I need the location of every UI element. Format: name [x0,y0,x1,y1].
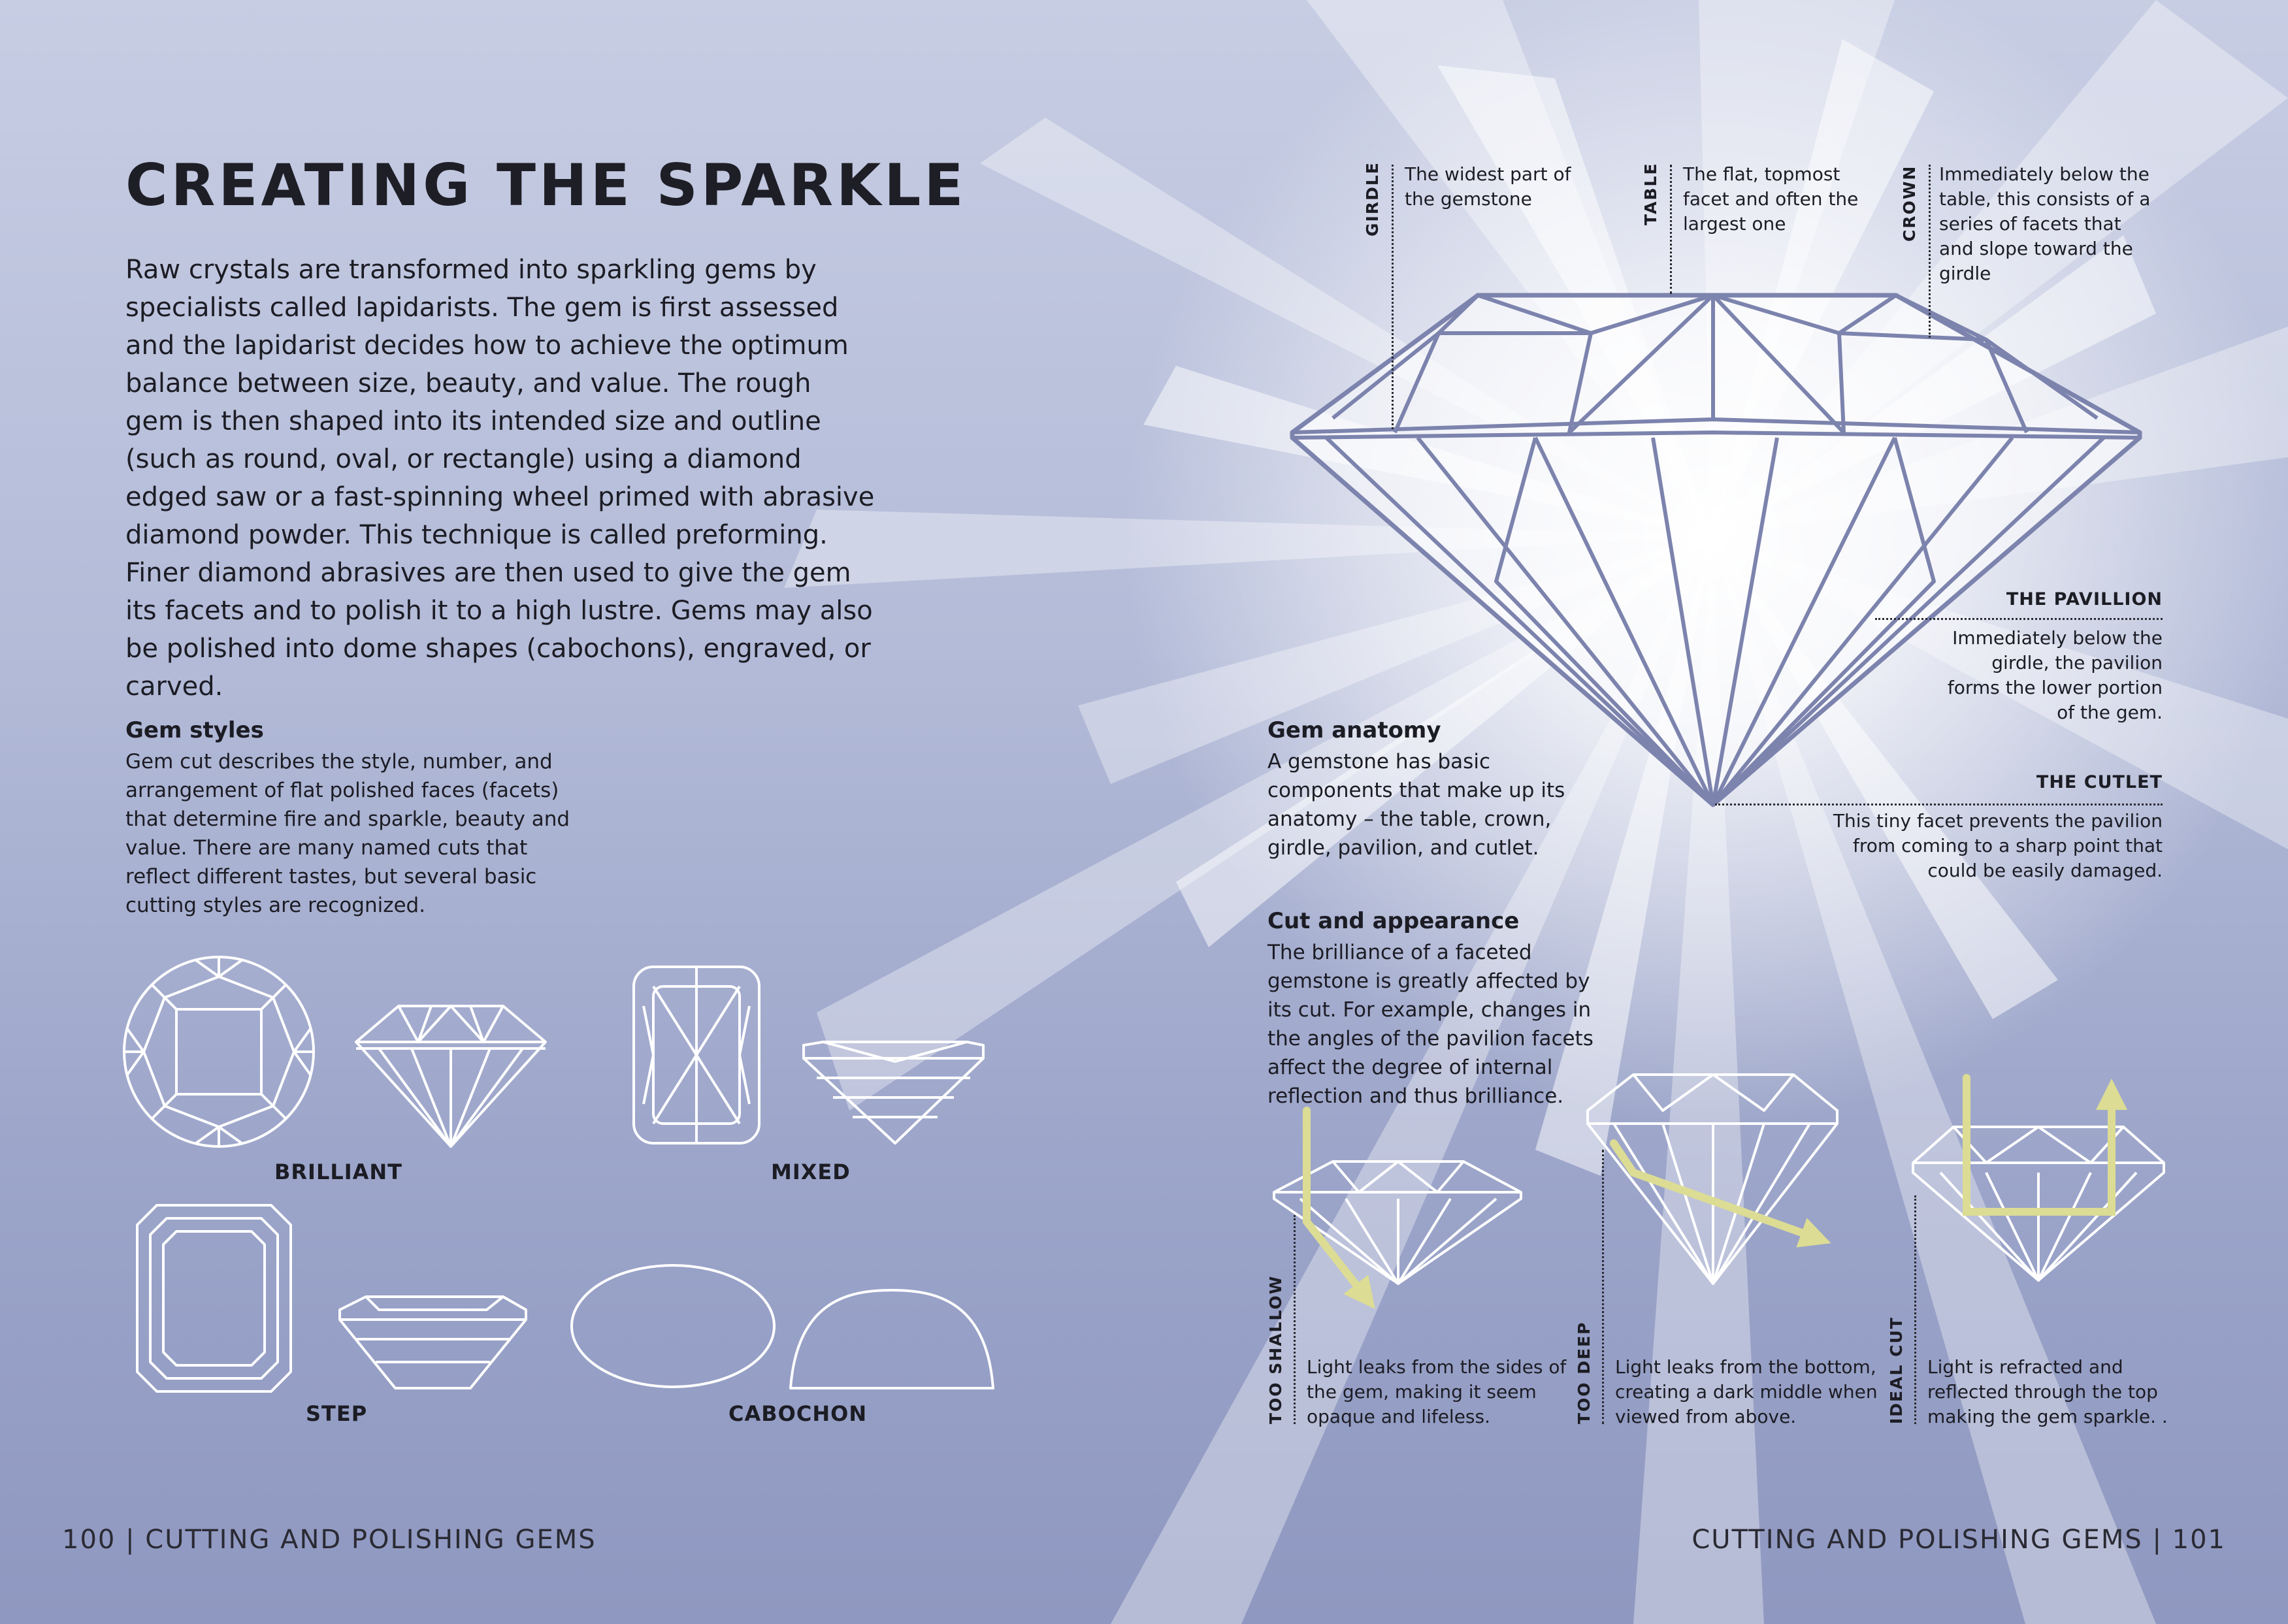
too-deep-text: Light leaks from the bottom, creating a … [1615,1356,1878,1427]
footer-divider: | [125,1525,146,1555]
label-cutlet: THE CUTLET [2036,772,2163,792]
mixed-side-view-icon [802,1041,985,1145]
girdle-leader-line [1392,165,1394,429]
label-brilliant: BRILLIANT [274,1160,402,1184]
ideal-cut-text: Light is refracted and reflected through… [1927,1356,2168,1427]
cutlet-leader-line [1715,804,2163,805]
gem-styles-heading: Gem styles [125,717,264,743]
cut-appearance-heading: Cut and appearance [1267,908,1520,934]
footer-right: CUTTING AND POLISHING GEMS | 101 [1691,1525,2226,1555]
pavilion-leader-line [1875,618,2163,620]
footer-left: 100 | CUTTING AND POLISHING GEMS [62,1525,597,1555]
cut-appearance-text: The brilliance of a faceted gemstone is … [1267,941,1593,1108]
gem-styles-text: Gem cut describes the style, number, and… [125,750,570,917]
label-too-deep: TOO DEEP [1575,1321,1593,1425]
cabochon-side-view-icon [789,1289,994,1389]
label-mixed: MIXED [771,1160,851,1184]
label-pavilion: THE PAVILLION [2006,589,2163,609]
table-text: The flat, topmost facet and often the la… [1683,163,1859,235]
intro-paragraph: Raw crystals are transformed into sparkl… [125,255,875,702]
label-step: STEP [306,1401,368,1426]
left-page-number: 100 [62,1525,116,1555]
step-side-view-icon [338,1295,527,1389]
gem-anatomy-text: A gemstone has basic components that mak… [1267,750,1565,860]
crown-leader-line [1929,165,1931,338]
page-title: CREATING THE SPARKLE [125,152,967,219]
right-page-number: 101 [2172,1525,2226,1555]
cabochon-top-view-icon [570,1264,776,1388]
pavilion-text: Immediately below the girdle, the pavili… [1947,627,2163,723]
left-section-title: CUTTING AND POLISHING GEMS [145,1525,597,1555]
cutlet-text: This tiny facet prevents the pavilion fr… [1833,810,2163,881]
ideal-cut-leader-line [1914,1195,1916,1424]
label-ideal-cut: IDEAL CUT [1887,1316,1906,1424]
table-leader-line [1670,165,1672,294]
label-cabochon: CABOCHON [728,1401,868,1426]
mixed-top-view-icon [632,966,760,1145]
too-shallow-leader-line [1294,1215,1296,1424]
right-section-title: CUTTING AND POLISHING GEMS [1691,1525,2143,1555]
label-too-shallow: TOO SHALLOW [1266,1275,1285,1424]
too-deep-leader-line [1602,1150,1604,1424]
too-shallow-gem-icon [1273,1160,1522,1285]
girdle-text: The widest part of the gemstone [1405,163,1571,210]
gem-anatomy-heading: Gem anatomy [1267,717,1441,743]
crown-text: Immediately below the table, this consis… [1939,163,2151,284]
too-shallow-text: Light leaks from the sides of the gem, m… [1307,1356,1567,1427]
step-top-view-icon [136,1204,292,1393]
brilliant-top-view-icon [123,956,315,1148]
footer-divider: | [2152,1525,2172,1555]
too-deep-gem-icon [1586,1073,1839,1285]
brilliant-side-view-icon [355,1005,547,1148]
ideal-cut-gem-icon [1912,1126,2165,1282]
